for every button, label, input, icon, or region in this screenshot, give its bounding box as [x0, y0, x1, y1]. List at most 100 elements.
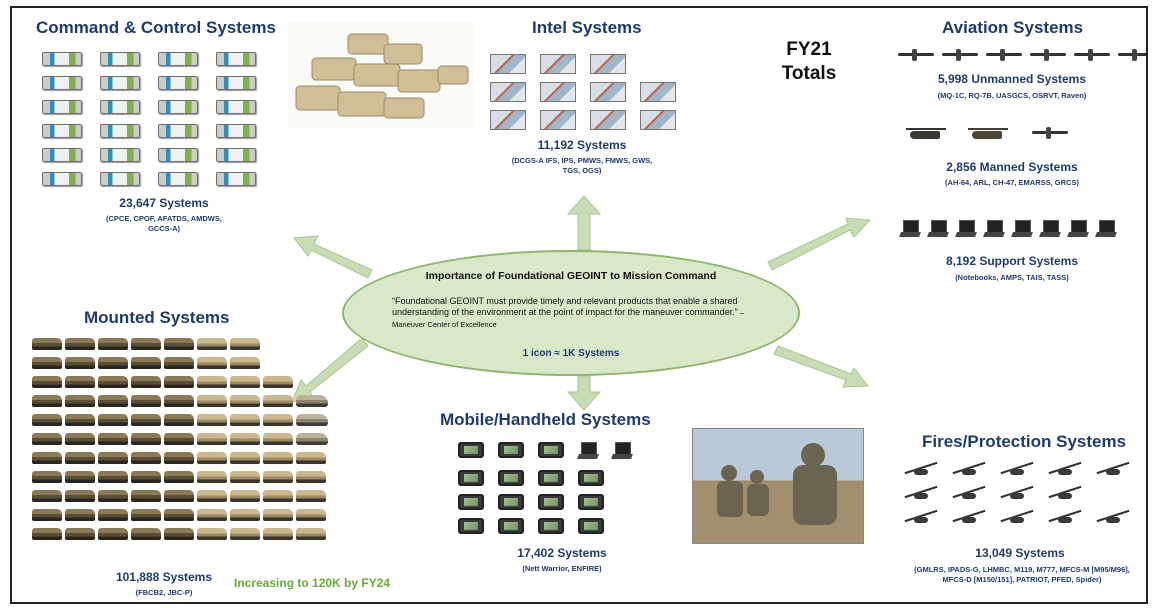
- unmanned-count: 5,998 Unmanned Systems: [937, 72, 1087, 86]
- manned-icon-row: [906, 126, 1070, 142]
- vehicle-icon: [263, 509, 293, 521]
- vehicle-row: [32, 433, 332, 445]
- handheld-device-icon: [458, 518, 484, 534]
- fires-systems: (GMLRS, IPADS-G, LHMBC, M119, M777, MFCS…: [914, 565, 1130, 584]
- vehicle-icon: [65, 395, 95, 407]
- center-ellipse: Importance of Foundational GEOINT to Mis…: [342, 250, 800, 376]
- handheld-device-icon: [538, 518, 564, 534]
- vehicle-icon: [164, 357, 194, 369]
- handheld-device-icon: [498, 470, 524, 486]
- tents-illustration: [295, 33, 469, 119]
- arrow-to-command-control: [293, 235, 373, 279]
- vehicle-icon: [230, 433, 260, 445]
- uav-icon: [1116, 48, 1146, 62]
- vehicle-icon: [164, 490, 194, 502]
- mobile-systems: (Nett Warrior, ENFIRE): [522, 564, 602, 573]
- vehicle-icon: [263, 490, 293, 502]
- vehicle-row: [32, 338, 332, 350]
- tents-image: [288, 22, 474, 128]
- fires-title: Fires/Protection Systems: [922, 432, 1127, 451]
- vehicle-icon: [65, 414, 95, 426]
- intel-icon-grid: [490, 54, 694, 130]
- vehicle-row: [32, 376, 332, 388]
- vehicle-icon: [164, 376, 194, 388]
- vehicle-icon: [131, 528, 161, 540]
- artillery-icon: [1096, 462, 1130, 476]
- artillery-icon: [904, 462, 938, 476]
- computer-icon: [42, 172, 82, 186]
- arrow-down-mobile: [566, 375, 602, 411]
- map-icon: [540, 110, 576, 130]
- chinook-helicopter-icon: [968, 126, 1008, 142]
- mounted-title: Mounted Systems: [84, 308, 230, 327]
- center-quote: “Foundational GEOINT must provide timely…: [392, 296, 738, 318]
- laptop-icon: [578, 442, 598, 462]
- map-icon: [590, 82, 626, 102]
- vehicle-icon: [98, 528, 128, 540]
- handheld-row: [458, 442, 668, 462]
- uav-icon: [1028, 48, 1068, 62]
- vehicle-icon: [263, 376, 293, 388]
- vehicle-icon: [197, 490, 227, 502]
- handheld-device-icon: [498, 442, 524, 458]
- vehicle-icon: [230, 528, 260, 540]
- vehicle-icon: [197, 338, 227, 350]
- vehicle-icon: [164, 338, 194, 350]
- artillery-row: [904, 486, 1144, 500]
- computer-icon: [100, 100, 140, 114]
- vehicle-icon: [98, 414, 128, 426]
- vehicle-icon: [164, 452, 194, 464]
- arrow-up-intel: [566, 195, 602, 251]
- laptop-icon: [928, 220, 948, 240]
- laptop-icon: [956, 220, 976, 240]
- vehicle-icon: [197, 509, 227, 521]
- computer-icon: [100, 124, 140, 138]
- vehicle-icon: [98, 376, 128, 388]
- computer-icon: [158, 172, 198, 186]
- arrow-to-aviation: [767, 217, 872, 271]
- soldiers-illustration: [717, 443, 837, 525]
- handheld-row: [458, 494, 668, 510]
- map-icon: [490, 82, 526, 102]
- handheld-row: [458, 470, 668, 486]
- laptop-icon: [984, 220, 1004, 240]
- handheld-device-icon: [538, 442, 564, 458]
- computer-icon: [216, 100, 256, 114]
- handheld-device-icon: [538, 494, 564, 510]
- map-icon: [490, 54, 526, 74]
- attack-helicopter-icon: [906, 126, 946, 142]
- computer-icon: [158, 76, 198, 90]
- vehicle-icon: [230, 414, 260, 426]
- vehicle-icon: [32, 414, 62, 426]
- artillery-icon: [1048, 510, 1082, 524]
- computer-icon: [100, 148, 140, 162]
- artillery-icon: [1048, 462, 1082, 476]
- vehicle-icon: [32, 433, 62, 445]
- computer-icon: [158, 100, 198, 114]
- vehicle-icon: [65, 471, 95, 483]
- command-control-icon-grid: [42, 52, 256, 186]
- handheld-device-icon: [578, 518, 604, 534]
- vehicle-icon: [230, 490, 260, 502]
- center-quote-block: “Foundational GEOINT must provide timely…: [392, 296, 754, 330]
- vehicle-row: [32, 414, 332, 426]
- vehicle-icon: [32, 509, 62, 521]
- fy21-totals-label: FY21 Totals: [774, 38, 844, 86]
- computer-icon: [42, 52, 82, 66]
- vehicle-icon: [263, 471, 293, 483]
- handheld-device-icon: [498, 494, 524, 510]
- vehicle-icon: [65, 490, 95, 502]
- command-control-title: Command & Control Systems: [36, 18, 276, 37]
- mobile-title: Mobile/Handheld Systems: [440, 410, 651, 429]
- uav-icon: [940, 48, 980, 62]
- vehicle-row: [32, 357, 332, 369]
- fires-count: 13,049 Systems: [975, 546, 1065, 560]
- vehicle-icon: [32, 452, 62, 464]
- support-count: 8,192 Support Systems: [945, 254, 1079, 268]
- vehicle-icon: [65, 509, 95, 521]
- manned-aircraft-icon: [1030, 126, 1070, 140]
- handheld-device-icon: [458, 442, 484, 458]
- computer-icon: [42, 148, 82, 162]
- handheld-device-icon: [458, 470, 484, 486]
- tank-icon: [296, 414, 328, 426]
